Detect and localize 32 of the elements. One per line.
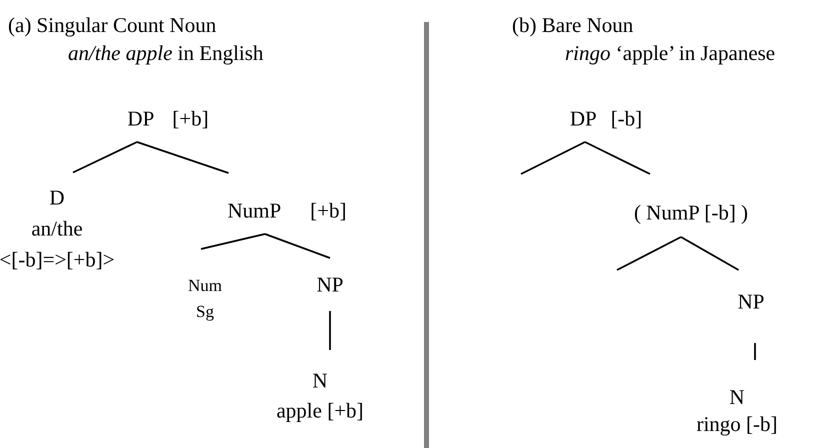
panel-heading: ringo ‘apple’ in Japanese bbox=[565, 40, 776, 66]
feature-label: [+b] bbox=[172, 105, 209, 131]
tree-branch bbox=[680, 236, 740, 271]
category-label: NP bbox=[316, 258, 344, 311]
feature-label: [-b] bbox=[610, 105, 642, 131]
tree-branch bbox=[72, 141, 138, 174]
tree-branch bbox=[584, 141, 650, 175]
feature-label: Sg bbox=[196, 301, 214, 323]
tree-branch bbox=[616, 236, 682, 271]
category-label: N bbox=[312, 367, 328, 394]
panel-heading: (a) Singular Count Noun bbox=[8, 12, 216, 38]
category-label: NP bbox=[738, 270, 764, 343]
tree-branch bbox=[754, 343, 756, 360]
category-label: ( NumP [-b] ) bbox=[634, 174, 748, 237]
feature-label: <[-b]=>[+b]> bbox=[0, 246, 115, 274]
feature-label: [+b] bbox=[310, 197, 347, 223]
tree-branch bbox=[520, 141, 586, 175]
feature-label: ringo [-b] bbox=[696, 411, 778, 438]
category-label: NumP bbox=[227, 197, 282, 223]
category-label: N bbox=[729, 384, 745, 411]
tree-branch bbox=[329, 311, 331, 350]
category-label: DP bbox=[570, 105, 597, 131]
category-label: D bbox=[49, 184, 65, 212]
tree-branch bbox=[136, 141, 229, 174]
panel-heading: (b) Bare Noun bbox=[512, 12, 634, 38]
category-label: DP bbox=[127, 105, 154, 131]
tree-branch bbox=[264, 233, 330, 259]
panel-heading: an/the apple in English bbox=[68, 40, 264, 66]
tree-branch bbox=[200, 233, 266, 250]
feature-label: apple [+b] bbox=[276, 397, 364, 424]
feature-label: an/the bbox=[31, 216, 83, 242]
category-label: Num bbox=[188, 275, 222, 297]
